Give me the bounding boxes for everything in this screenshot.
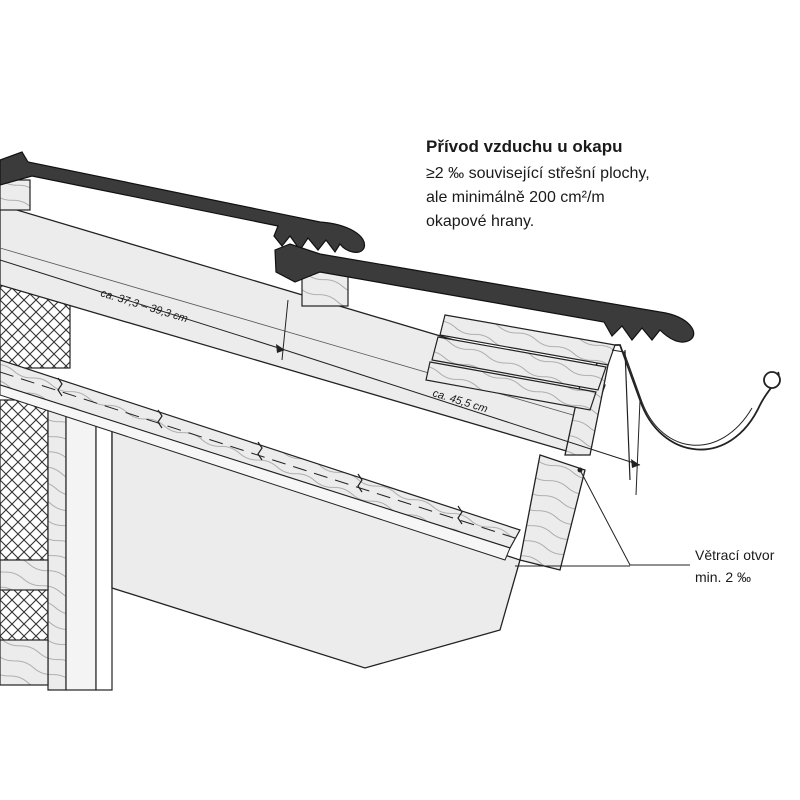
gutter — [611, 344, 781, 481]
roof-tile-lower — [274, 243, 695, 343]
heading-line-3: okapové hrany. — [426, 213, 534, 230]
heading-title: Přívod vzduchu u okapu — [426, 137, 622, 156]
sarking-boards — [0, 359, 521, 561]
heading-line-2: ale minimálně 200 cm²/m — [426, 189, 605, 206]
dimension-lines — [0, 259, 641, 496]
wall-timber — [0, 394, 113, 691]
roof-tile-upper — [0, 151, 366, 254]
roof-battens — [0, 179, 349, 307]
eave-battens — [425, 314, 616, 411]
vent-label-line-1: Větrací otvor — [695, 547, 775, 563]
vent-leader — [579, 469, 690, 566]
vent-label-line-2: min. 2 ‰ — [695, 569, 751, 585]
heading-line-1: ≥2 ‰ související střešní plochy, — [426, 165, 650, 182]
